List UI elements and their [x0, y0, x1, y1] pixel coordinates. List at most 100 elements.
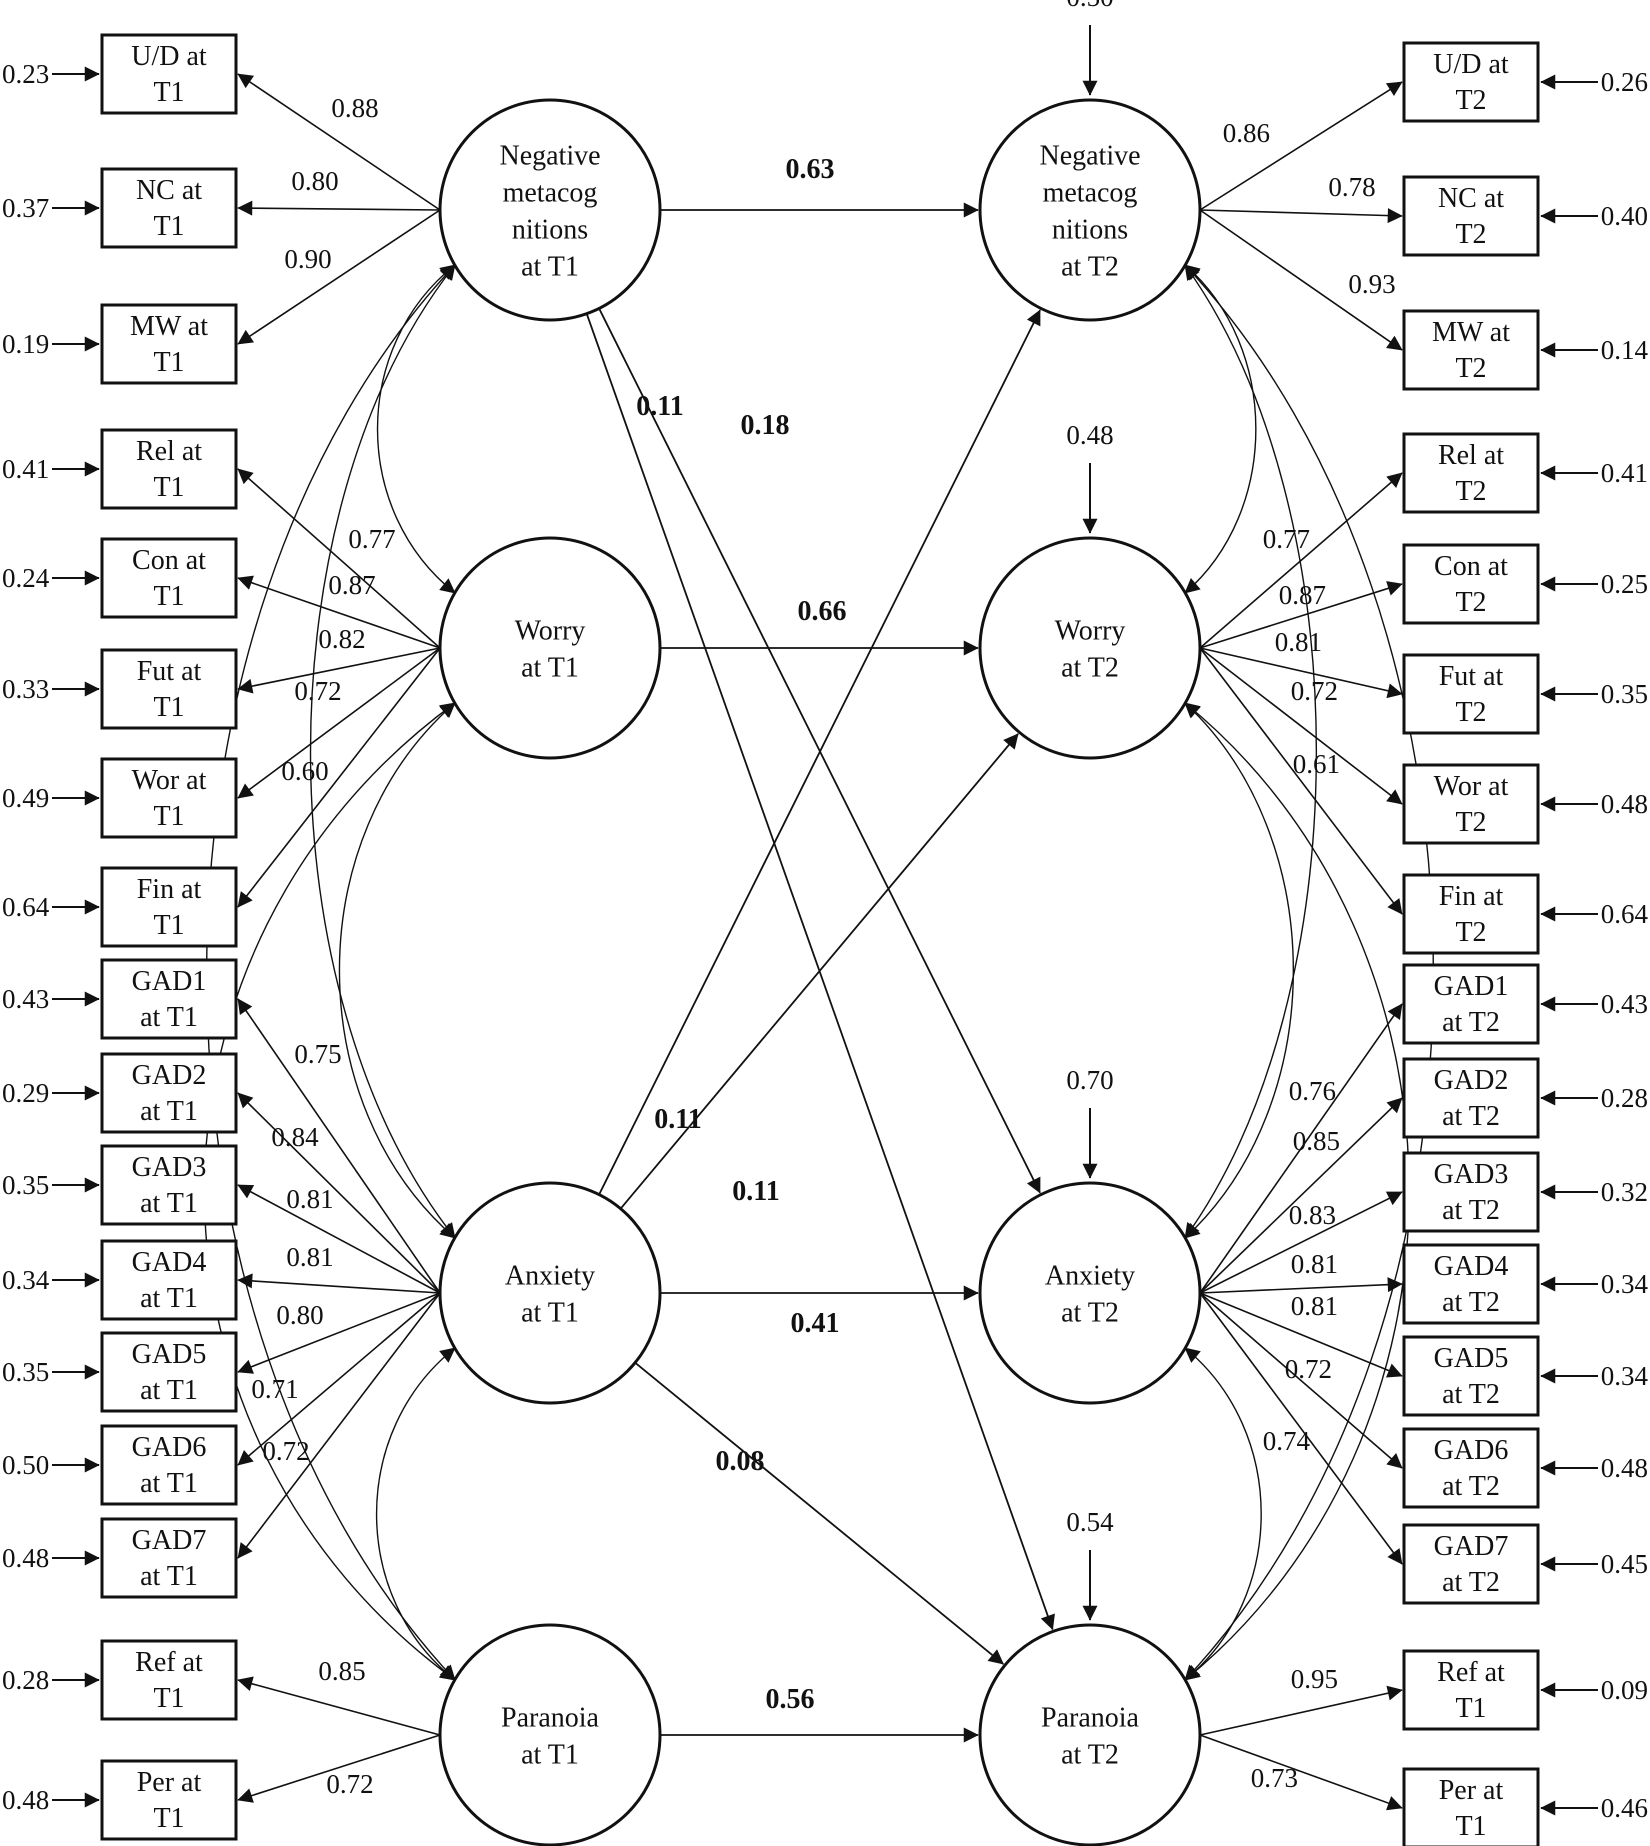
loading-gad6_1-value: 0.71: [251, 1374, 298, 1404]
indicator-rel2-box: [1402, 432, 1540, 514]
indicator-con2-box: [1402, 543, 1540, 625]
indicator-per1-label: T1: [153, 1803, 184, 1834]
latent-p1-label: at T1: [521, 1740, 579, 1771]
loading-gad3_2-arrow: [1199, 1191, 1403, 1294]
loading-gad2_1-arrow: [237, 1092, 441, 1294]
latent-nm1-label: nitions: [512, 215, 588, 246]
indicator-gad1_2-label: at T2: [1442, 1007, 1500, 1038]
indicator-gad4_2-label: GAD4: [1434, 1251, 1509, 1282]
latent-a2-circle: [978, 1181, 1202, 1405]
latent-nm1-label: Negative: [499, 141, 600, 172]
indicator-ud1-label: U/D at: [131, 41, 207, 72]
latent-nm1-label: at T1: [521, 252, 579, 283]
indicator-gad5_2-label: at T2: [1442, 1379, 1500, 1410]
indicator-ud2-label: U/D at: [1433, 49, 1509, 80]
loading-ud2-arrow: [1199, 81, 1403, 211]
error-mw1-value: 0.19: [2, 329, 49, 359]
covariance-nm1-a1-arrow: [309, 264, 456, 1239]
error-gad1_2-value: 0.43: [1601, 989, 1648, 1019]
loading-fin1-arrow: [237, 647, 441, 908]
latent-nm1-label: metacog: [503, 178, 598, 209]
latent-nm2-label: nitions: [1052, 215, 1128, 246]
loading-rel2-arrow: [1199, 472, 1403, 649]
error-per2-value: 0.46: [1601, 1793, 1648, 1823]
indicator-ud2-label: T2: [1455, 85, 1486, 116]
loading-gad4_2-arrow: [1199, 1277, 1403, 1294]
indicator-rel1-label: Rel at: [136, 436, 202, 467]
covariance-w2-a2-arrow: [1184, 702, 1295, 1239]
indicator-fin1-label: T1: [153, 910, 184, 941]
indicator-gad7_2-label: at T2: [1442, 1567, 1500, 1598]
covariance-nm2-w2-arrow: [1184, 264, 1257, 594]
loading-gad7_2-value: 0.74: [1263, 1426, 1311, 1456]
loading-fut2-value: 0.81: [1275, 627, 1322, 657]
indicator-ref2-label: T1: [1455, 1693, 1486, 1724]
loading-gad1_1-arrow: [237, 998, 441, 1294]
loading-ref1-arrow: [237, 1676, 441, 1736]
indicator-mw2-label: MW at: [1432, 317, 1510, 348]
loading-per2-arrow: [1199, 1734, 1403, 1811]
error-gad6_1-value: 0.50: [2, 1450, 49, 1480]
indicator-nc2-label: T2: [1455, 219, 1486, 250]
indicator-wor1-box: [100, 757, 238, 839]
loading-con2-arrow: [1199, 581, 1403, 649]
indicator-ud1-label: T1: [153, 77, 184, 108]
loading-fin1-value: 0.60: [281, 756, 328, 786]
indicator-wor1-label: T1: [153, 801, 184, 832]
latent-a1-circle: [438, 1181, 662, 1405]
indicator-gad7_2-box: [1402, 1523, 1540, 1605]
error-fut1-value: 0.33: [2, 674, 49, 704]
latent-a2-label: Anxiety: [1045, 1261, 1135, 1292]
path-p1-to-p2-value: 0.56: [766, 1684, 815, 1715]
indicator-gad3_1-label: at T1: [140, 1188, 198, 1219]
covariance-nm2-a2-arrow: [1184, 264, 1317, 1239]
indicator-fin2-label: T2: [1455, 917, 1486, 948]
error-con1-value: 0.24: [2, 563, 50, 593]
indicator-gad7_2-label: GAD7: [1434, 1531, 1509, 1562]
indicator-gad3_1-box: [100, 1144, 238, 1226]
indicator-mw2-label: T2: [1455, 353, 1486, 384]
error-con2-value: 0.25: [1601, 569, 1648, 599]
path-a1-to-p2-value: 0.08: [716, 1446, 765, 1477]
indicator-ref1-box: [100, 1639, 238, 1721]
loading-fin2-arrow: [1199, 647, 1403, 915]
indicator-gad5_1-label: GAD5: [132, 1339, 207, 1370]
latent-nm2-circle: [978, 98, 1202, 322]
path-a1-to-p2-arrow: [634, 1361, 1004, 1665]
indicator-gad2_1-label: at T1: [140, 1096, 198, 1127]
latent-p2-label: at T2: [1061, 1740, 1119, 1771]
covariance-nm1-p1-arrow: [206, 264, 456, 1681]
loading-mw2-arrow: [1199, 209, 1403, 351]
covariance-w2-p2-arrow: [1184, 702, 1410, 1681]
loading-mw1-value: 0.90: [284, 244, 331, 274]
loading-ud2-value: 0.86: [1223, 118, 1270, 148]
indicator-gad5_2-label: GAD5: [1434, 1343, 1509, 1374]
indicator-nc1-label: T1: [153, 211, 184, 242]
latent-w1-circle: [438, 536, 662, 760]
latent-nm1-circle: [438, 98, 662, 322]
indicator-nc1-box: [100, 167, 238, 249]
loading-gad6_2-value: 0.72: [1285, 1354, 1332, 1384]
error-gad1_1-value: 0.43: [2, 984, 49, 1014]
error-nc1-value: 0.37: [2, 193, 49, 223]
loading-gad1_2-value: 0.76: [1289, 1076, 1336, 1106]
error-ref2-value: 0.09: [1601, 1675, 1648, 1705]
loading-gad1_1-value: 0.75: [294, 1039, 341, 1069]
loading-mw2-value: 0.93: [1348, 269, 1395, 299]
latent-nm2-label: metacog: [1043, 178, 1138, 209]
indicator-nc2-box: [1402, 175, 1540, 257]
loading-gad6_1-arrow: [237, 1292, 441, 1466]
error-per1-value: 0.48: [2, 1785, 49, 1815]
covariance-w1-a1-arrow: [338, 702, 456, 1239]
indicator-gad1_1-label: at T1: [140, 1002, 198, 1033]
error-rel2-value: 0.41: [1601, 458, 1648, 488]
indicator-gad4_1-label: GAD4: [132, 1247, 207, 1278]
latent-nm2-label: at T2: [1061, 252, 1119, 283]
error-wor2-value: 0.48: [1601, 789, 1648, 819]
indicator-rel1-label: T1: [153, 472, 184, 503]
latent-p1-circle: [438, 1623, 662, 1846]
loading-gad5_2-arrow: [1199, 1292, 1403, 1378]
loading-fut1-arrow: [237, 647, 441, 694]
indicator-wor2-label: T2: [1455, 807, 1486, 838]
